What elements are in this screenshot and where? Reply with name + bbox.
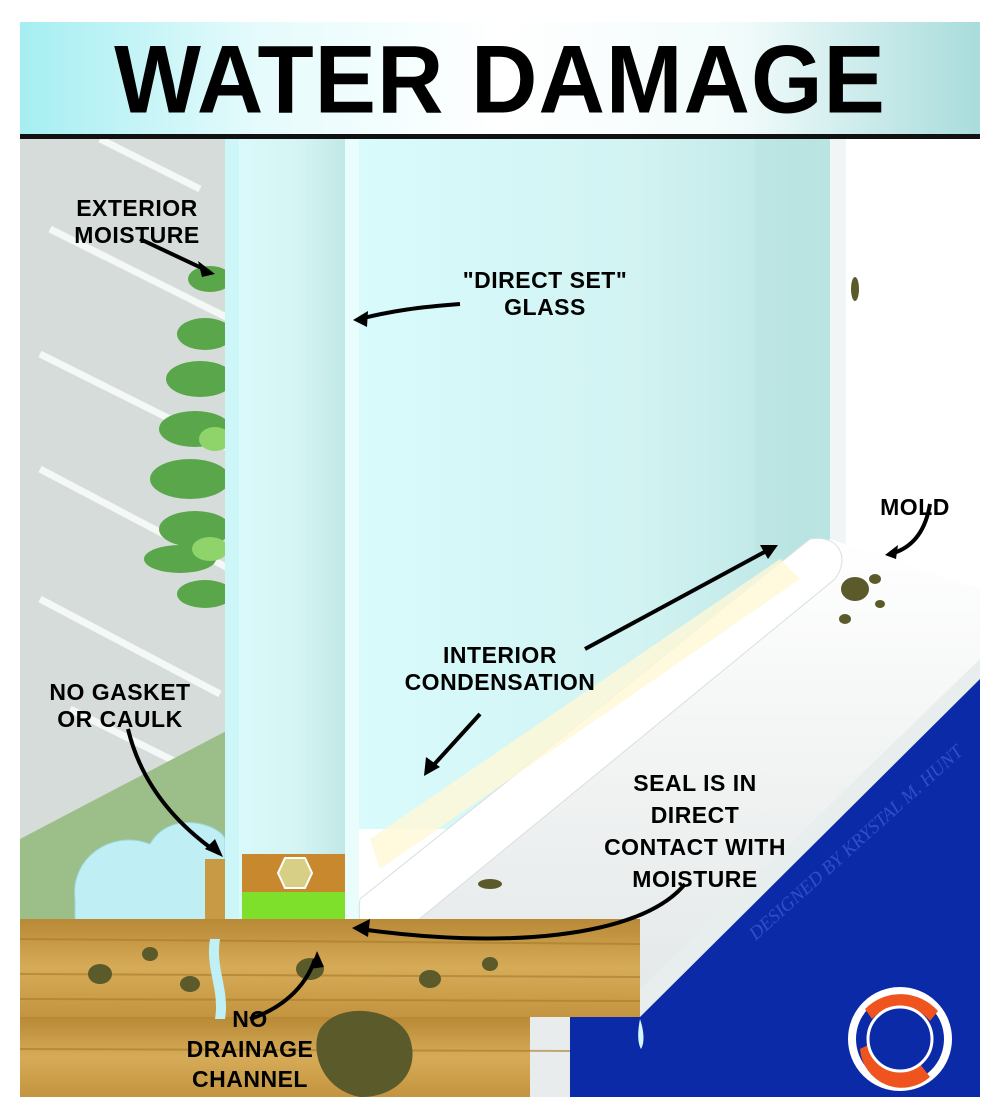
label-line: DIRECT bbox=[650, 802, 740, 828]
water-puddle bbox=[74, 822, 226, 930]
illustration bbox=[20, 139, 980, 1097]
window-sill bbox=[360, 539, 980, 999]
window-cross-section: EXTERIOR MOISTURE "DIRECT SET" GLASS MOL… bbox=[20, 139, 980, 1097]
label-mold: MOLD bbox=[875, 494, 955, 521]
label-line: DRAINAGE bbox=[186, 1036, 314, 1062]
label-line: MOISTURE bbox=[632, 866, 758, 892]
label-no-gasket: NO GASKET OR CAULK bbox=[30, 679, 210, 733]
label-no-drainage: NO DRAINAGE CHANNEL bbox=[160, 1004, 340, 1094]
label-exterior-moisture: EXTERIOR MOISTURE bbox=[42, 195, 232, 249]
label-interior-condensation: INTERIOR CONDENSATION bbox=[380, 642, 620, 696]
label-line: GLASS bbox=[504, 294, 586, 320]
diagram-frame: WATER DAMAGE bbox=[20, 22, 980, 1097]
label-line: INTERIOR bbox=[443, 642, 557, 668]
outer-glass-pane bbox=[225, 139, 355, 939]
desiccant-hex bbox=[276, 857, 314, 889]
title-divider bbox=[20, 134, 980, 139]
label-line: SEAL IS IN bbox=[633, 770, 757, 796]
label-direct-set-glass: "DIRECT SET" GLASS bbox=[440, 267, 650, 321]
label-line: "DIRECT SET" bbox=[462, 267, 628, 293]
water-drip bbox=[208, 939, 227, 1019]
label-seal-contact: SEAL IS IN DIRECT CONTACT WITH MOISTURE bbox=[575, 767, 815, 895]
callout-arrows bbox=[126, 237, 932, 1021]
logo bbox=[848, 987, 952, 1091]
label-line: NO bbox=[232, 1006, 268, 1032]
label-line: CHANNEL bbox=[192, 1066, 308, 1092]
label-line: OR CAULK bbox=[57, 706, 183, 732]
label-line: MOISTURE bbox=[74, 222, 200, 248]
label-line: NO GASKET bbox=[49, 679, 191, 705]
label-line: CONDENSATION bbox=[404, 669, 596, 695]
label-line: CONTACT WITH bbox=[604, 834, 786, 860]
title-banner: WATER DAMAGE bbox=[20, 22, 980, 134]
mold-spots bbox=[88, 277, 885, 1097]
foliage bbox=[144, 266, 234, 608]
label-line: MOLD bbox=[880, 494, 950, 520]
caulk-gap bbox=[205, 859, 225, 934]
page-title: WATER DAMAGE bbox=[114, 26, 886, 134]
label-line: EXTERIOR bbox=[76, 195, 198, 221]
wood-sill bbox=[20, 919, 640, 1017]
